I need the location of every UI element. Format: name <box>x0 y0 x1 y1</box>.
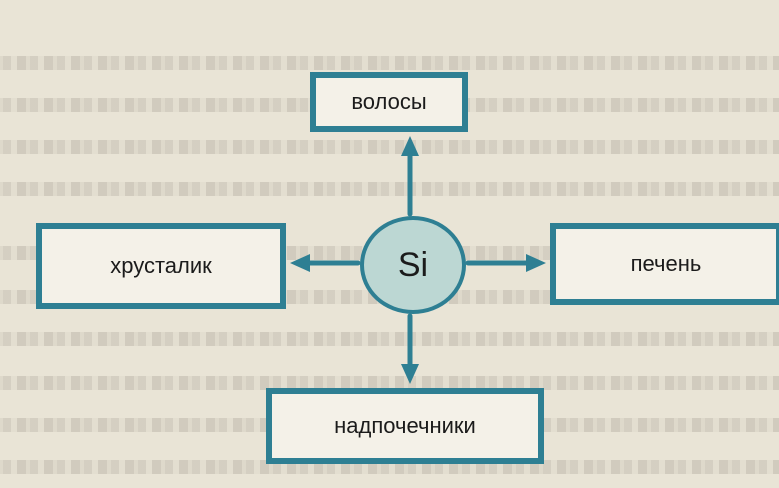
node-lens: хрусталик <box>36 223 286 309</box>
arrowhead-right <box>526 254 546 272</box>
node-hair-label: волосы <box>351 89 427 114</box>
node-hair: волосы <box>310 72 468 132</box>
arrowhead-bottom <box>401 364 419 384</box>
node-adrenal-glands-label: надпочечники <box>334 413 476 438</box>
node-adrenal-glands: надпочечники <box>266 388 544 464</box>
node-liver-label: печень <box>630 251 702 276</box>
arrowhead-top <box>401 136 419 156</box>
node-liver: печень <box>550 223 779 305</box>
center-element-circle: Si <box>360 216 466 314</box>
arrowhead-left <box>290 254 310 272</box>
center-element-label: Si <box>397 245 429 284</box>
node-lens-label: хрусталик <box>110 253 212 278</box>
